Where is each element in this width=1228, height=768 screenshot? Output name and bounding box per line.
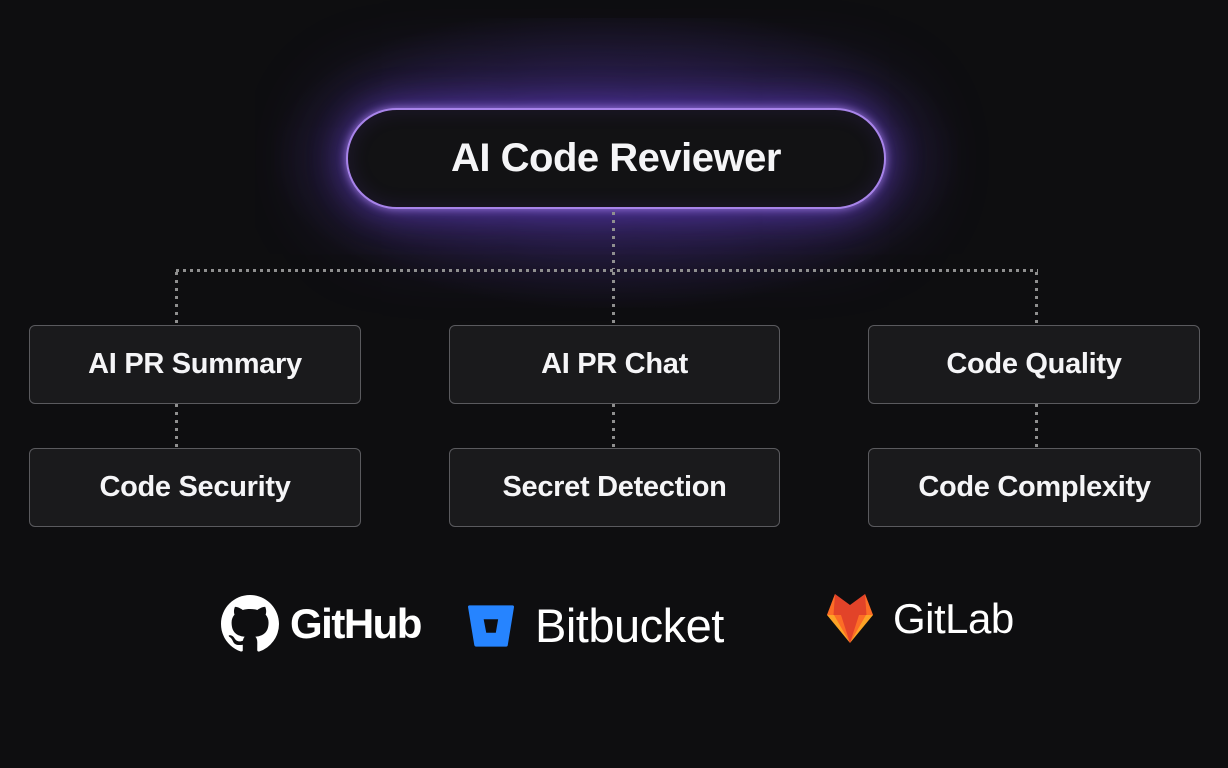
connector-right-top: [1035, 272, 1038, 325]
connector-left-between: [175, 404, 178, 448]
gitlab-logo-label: GitLab: [893, 595, 1014, 642]
feature-label: AI PR Chat: [541, 348, 688, 380]
feature-label: Code Complexity: [918, 471, 1151, 503]
feature-node-code-quality: Code Quality: [868, 325, 1200, 404]
connector-right-between: [1035, 404, 1038, 448]
feature-node-code-security: Code Security: [29, 448, 361, 527]
gitlab-tanuki-icon: [827, 594, 873, 643]
connector-horizontal: [176, 269, 1038, 272]
feature-label: Code Security: [99, 471, 291, 503]
root-node-ai-code-reviewer: AI Code Reviewer: [346, 108, 886, 209]
connector-center-between: [612, 404, 615, 448]
feature-node-secret-detection: Secret Detection: [449, 448, 780, 527]
github-octocat-icon: [221, 595, 279, 652]
feature-node-ai-pr-summary: AI PR Summary: [29, 325, 361, 404]
root-node-label: AI Code Reviewer: [451, 136, 781, 180]
feature-label: AI PR Summary: [88, 348, 302, 380]
github-logo-label: GitHub: [290, 600, 422, 647]
feature-node-ai-pr-chat: AI PR Chat: [449, 325, 780, 404]
feature-node-code-complexity: Code Complexity: [868, 448, 1201, 527]
bitbucket-bucket-icon: [468, 604, 514, 647]
feature-label: Secret Detection: [502, 471, 727, 503]
gitlab-logo: GitLab: [822, 593, 1014, 645]
connector-center-top: [612, 272, 615, 325]
connector-root-vertical: [612, 212, 615, 269]
bitbucket-logo-label: Bitbucket: [535, 599, 724, 652]
github-logo: GitHub: [221, 595, 422, 653]
feature-label: Code Quality: [946, 348, 1122, 380]
connector-left-top: [175, 272, 178, 325]
bitbucket-logo: Bitbucket: [468, 598, 724, 653]
